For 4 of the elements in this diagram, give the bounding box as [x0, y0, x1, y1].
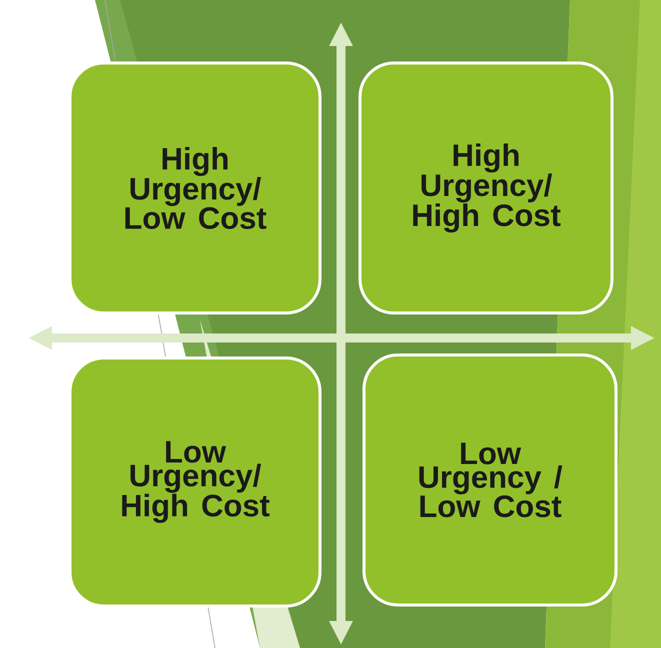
quadrant-box: Low Urgency/ High Cost [68, 356, 322, 608]
quadrant-box: Low Urgency / Low Cost [362, 354, 618, 606]
quadrant-box: High Urgency/ Low Cost [68, 62, 322, 314]
quadrant-box: High Urgency/ High Cost [358, 62, 614, 314]
